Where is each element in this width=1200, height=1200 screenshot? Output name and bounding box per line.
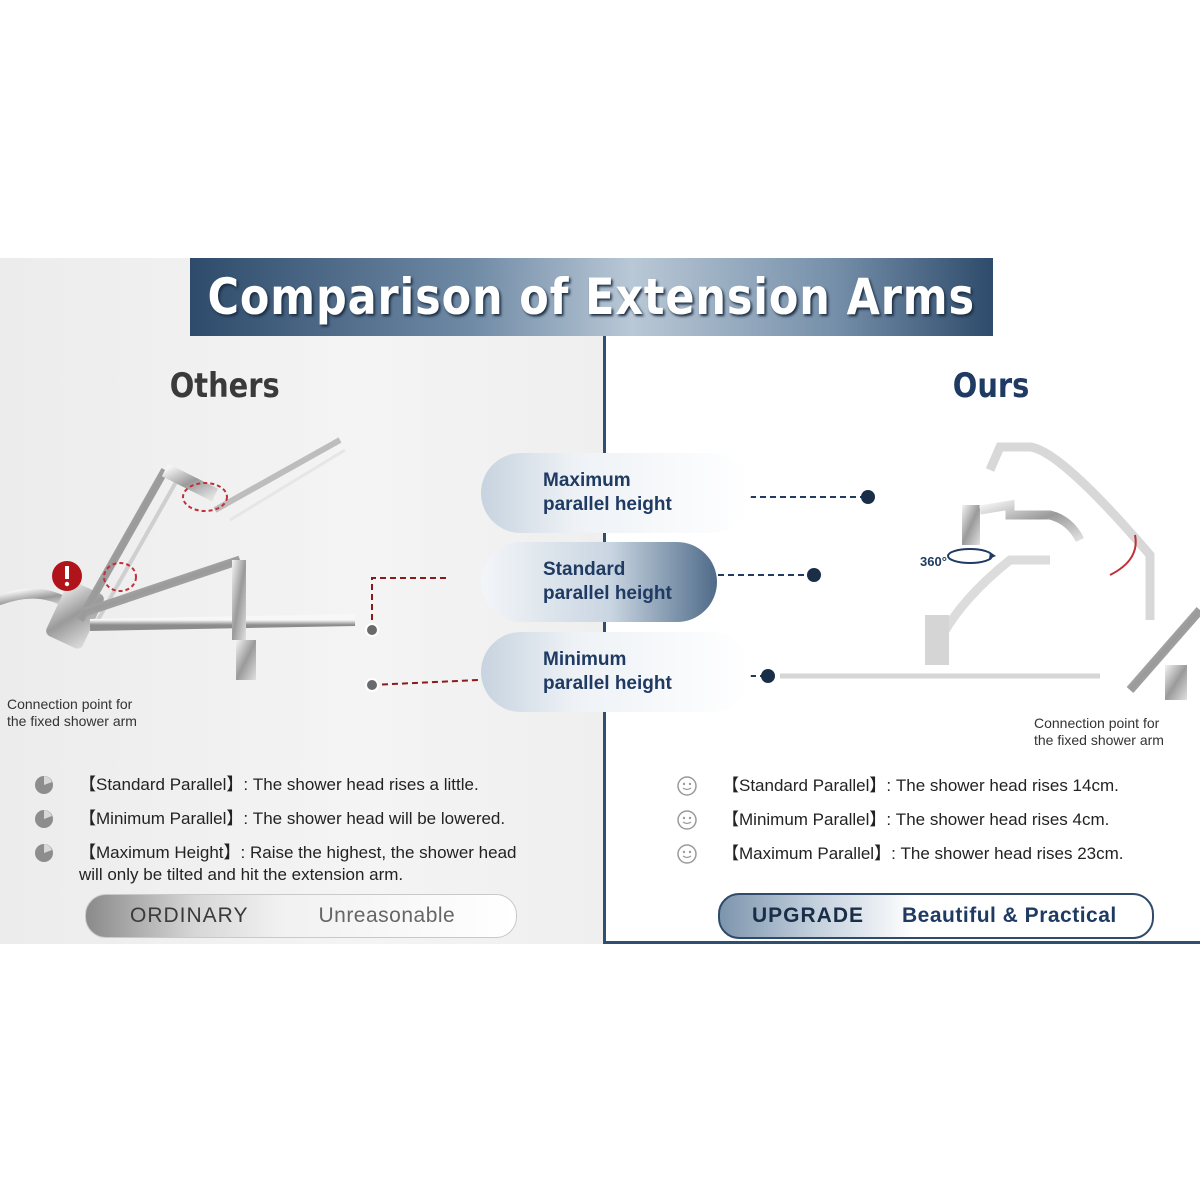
list-item: 【Maximum Parallel】: The shower head rise…: [676, 843, 1124, 865]
bullet-text: 【Minimum Parallel】: The shower head rise…: [722, 810, 1110, 829]
smiley-icon: [677, 844, 697, 864]
list-item: 【Standard Parallel】: The shower head ris…: [33, 774, 516, 796]
upgrade-badge: UPGRADE Beautiful & Practical: [718, 893, 1154, 939]
ordinary-value: Unreasonable: [318, 904, 456, 927]
pie-icon: [35, 776, 53, 794]
page-title: Comparison of Extension Arms: [207, 268, 976, 326]
list-item: 【Maximum Height】: Raise the highest, the…: [33, 842, 516, 886]
others-bullet-list: 【Standard Parallel】: The shower head ris…: [33, 774, 516, 898]
min-height-label: Minimum parallel height: [543, 649, 672, 694]
list-item: 【Minimum Parallel】: The shower head rise…: [676, 809, 1124, 831]
others-heading: Others: [169, 366, 280, 406]
smiley-icon: [677, 776, 697, 796]
bullet-text: 【Standard Parallel】: The shower head ris…: [722, 776, 1119, 795]
ordinary-badge: ORDINARY Unreasonable: [85, 894, 517, 938]
ours-bullet-list: 【Standard Parallel】: The shower head ris…: [676, 775, 1124, 877]
bullet-text: 【Minimum Parallel】: The shower head will…: [79, 809, 506, 828]
left-min-connector: [371, 679, 479, 686]
list-item: 【Minimum Parallel】: The shower head will…: [33, 808, 516, 830]
pie-icon: [35, 844, 53, 862]
ours-connection-caption: Connection point for the fixed shower ar…: [1034, 715, 1164, 748]
others-connection-caption: Connection point for the fixed shower ar…: [7, 696, 137, 729]
others-arm-illustration: [0, 437, 360, 690]
title-banner: Comparison of Extension Arms: [190, 258, 993, 336]
bullet-text: 【Maximum Parallel】: The shower head rise…: [722, 844, 1124, 863]
upgrade-label: UPGRADE: [752, 904, 865, 927]
std-height-pill: Standard parallel height: [481, 542, 717, 622]
smiley-icon: [677, 810, 697, 830]
rotation-label: 360°: [920, 554, 947, 569]
upgrade-value: Beautiful & Practical: [902, 904, 1117, 927]
max-height-pill: Maximum parallel height: [481, 453, 751, 533]
ours-arm-illustration: [780, 442, 1200, 700]
warning-icon: [52, 561, 82, 591]
ours-heading: Ours: [952, 366, 1030, 406]
min-height-pill: Minimum parallel height: [481, 632, 751, 712]
bullet-text: 【Maximum Height】: Raise the highest, the…: [79, 843, 517, 884]
max-height-label: Maximum parallel height: [543, 470, 672, 515]
std-height-label: Standard parallel height: [543, 559, 672, 604]
pie-icon: [35, 810, 53, 828]
left-std-connector: [371, 577, 450, 630]
ordinary-label: ORDINARY: [130, 904, 249, 927]
list-item: 【Standard Parallel】: The shower head ris…: [676, 775, 1124, 797]
bullet-text: 【Standard Parallel】: The shower head ris…: [79, 775, 479, 794]
rotate-icon: [947, 548, 996, 564]
